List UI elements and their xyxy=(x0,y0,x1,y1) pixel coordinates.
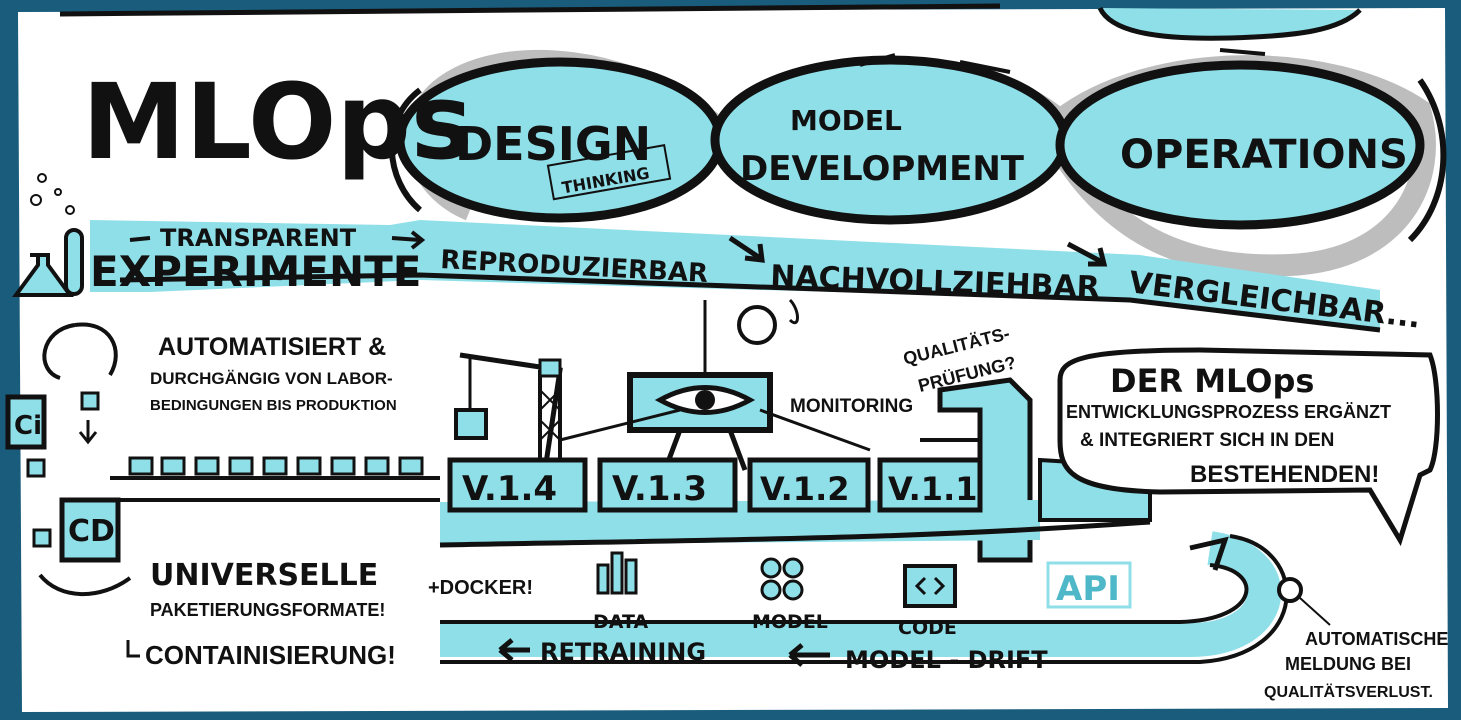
lab-flask-icon xyxy=(12,173,84,297)
data-label: DATA xyxy=(593,611,648,633)
version-train xyxy=(439,457,1152,548)
thinking-box xyxy=(546,144,672,201)
ci-box xyxy=(5,394,47,450)
version-label-1: V.1.4 xyxy=(462,469,557,509)
callout-line3: & INTEGRIERT SICH IN DEN xyxy=(1080,430,1334,451)
version-car-3 xyxy=(747,457,871,513)
experimente-label: EXPERIMENTE xyxy=(90,247,422,296)
callout-line4: BESTEHENDEN! xyxy=(1190,461,1379,488)
top-line xyxy=(59,3,1001,17)
version-label-3: V.1.2 xyxy=(760,470,849,508)
version-label-4: V.1.1 xyxy=(888,470,977,508)
retraining-label: RETRAINING xyxy=(540,638,706,666)
alert-pointer xyxy=(1299,597,1331,626)
operations-lobe xyxy=(1055,60,1425,230)
api-label: API xyxy=(1056,569,1120,609)
callout-line2: ENTWICKLUNGSPROZESS ERGÄNZT xyxy=(1066,402,1391,422)
return-loop xyxy=(440,531,1289,664)
alert-line1: AUTOMATISCHE xyxy=(1305,629,1448,649)
loop-right-bracket xyxy=(1407,78,1447,243)
cd-label: CD xyxy=(68,514,115,549)
transparent-tick xyxy=(129,236,151,242)
ci-cd-cycle: Ci CD xyxy=(5,322,132,597)
packaging-line3: CONTAINISIERUNG! xyxy=(145,640,396,670)
code-icon xyxy=(903,564,957,608)
api-box xyxy=(1046,561,1132,609)
monitoring-label: MONITORING xyxy=(790,396,913,417)
version-car-1 xyxy=(447,457,588,513)
loop-motion-strokes xyxy=(859,48,1266,74)
callout-bubble xyxy=(1057,347,1440,547)
packaging-arrow xyxy=(126,640,140,658)
arrow-to-vergleichbar xyxy=(1066,241,1108,267)
arrow-to-nachvollziehbar xyxy=(728,235,765,263)
packaging-line2: PAKETIERUNGSFORMATE! xyxy=(150,600,385,620)
development-label: DEVELOPMENT xyxy=(740,149,1025,189)
page-title: MLOps xyxy=(82,61,473,183)
code-label: CODE xyxy=(898,617,957,639)
retraining-arrow xyxy=(498,638,530,662)
automation-line2: DURCHGÄNGIG VON LABOR- xyxy=(150,369,393,388)
model-drift-label: MODEL - DRIFT xyxy=(845,646,1048,674)
cd-box xyxy=(59,497,121,563)
infinity-loop xyxy=(388,48,1447,277)
alert-line2: MELDUNG BEI xyxy=(1285,654,1411,674)
conveyor-belt xyxy=(110,456,440,502)
model-artifact-label: MODEL xyxy=(752,611,828,633)
model-label: MODEL xyxy=(790,104,902,137)
version-label-2: V.1.3 xyxy=(612,469,707,509)
loop-left-bracket xyxy=(388,87,423,213)
model-icon xyxy=(760,557,804,601)
callout-line1: DER MLOps xyxy=(1110,362,1314,400)
operations-label: OPERATIONS xyxy=(1120,132,1408,178)
automation-line3: BEDINGUNGEN BIS PRODUKTION xyxy=(150,397,397,414)
docker-label: +DOCKER! xyxy=(428,577,533,599)
monitoring-station xyxy=(559,298,871,471)
transparent-arrow xyxy=(391,230,426,250)
top-right-blob xyxy=(1097,6,1362,41)
transparent-label: TRANSPARENT xyxy=(160,224,357,252)
radar-icon xyxy=(737,305,777,345)
model-drift-arrow xyxy=(788,643,830,667)
design-label: DESIGN xyxy=(455,117,651,171)
alert-sensor-icon xyxy=(1277,577,1303,603)
ci-label: Ci xyxy=(14,411,42,441)
model-development-lobe xyxy=(710,55,1070,225)
packaging-line1: UNIVERSELLE xyxy=(150,558,378,593)
alert-line3: QUALITÄTSVERLUST. xyxy=(1264,683,1433,701)
version-car-2 xyxy=(597,457,738,513)
experiments-band-underline xyxy=(119,272,1381,333)
data-icon xyxy=(596,551,638,595)
version-car-4 xyxy=(877,457,983,513)
automation-line1: AUTOMATISIERT & xyxy=(158,333,386,361)
